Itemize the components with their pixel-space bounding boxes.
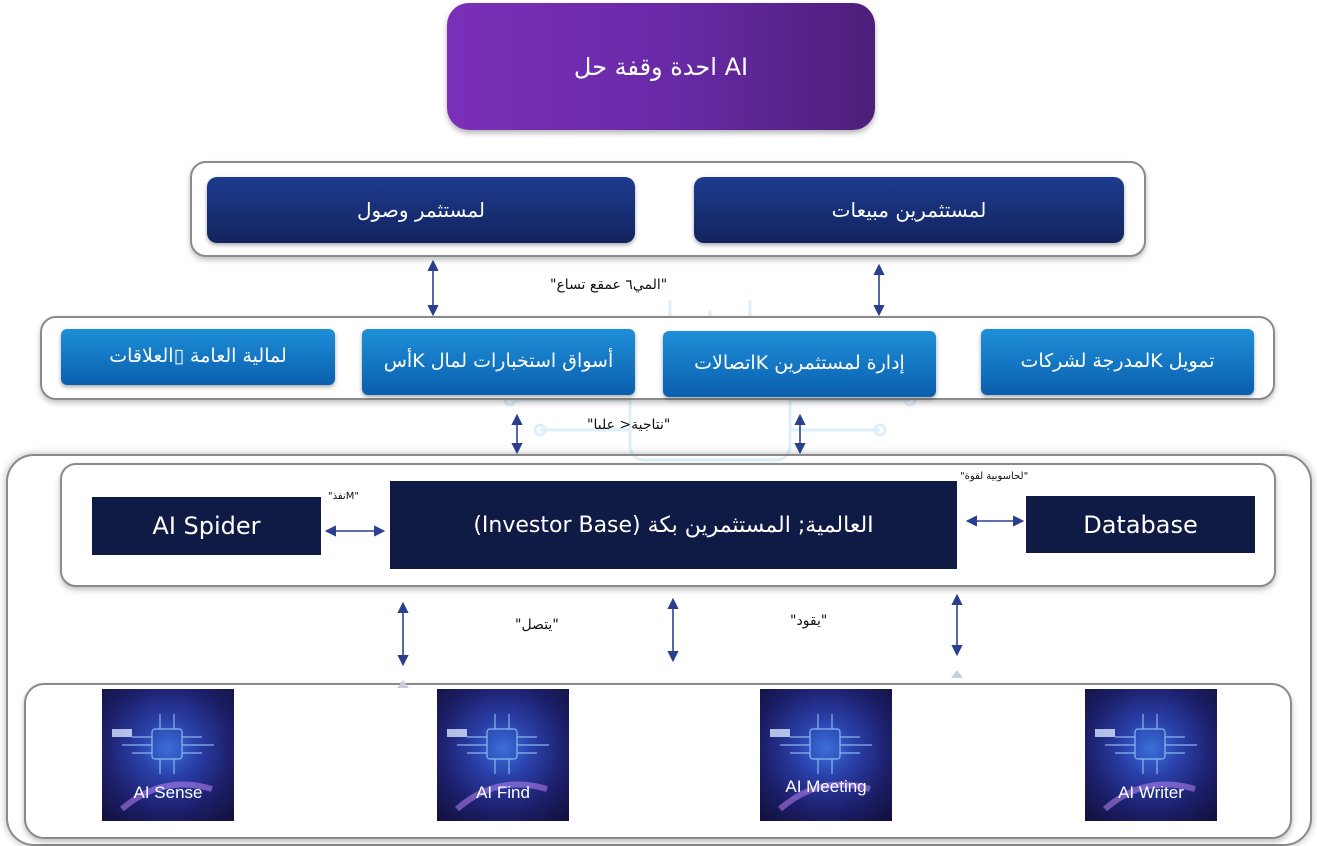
- tile-label: AI Sense: [133, 783, 203, 802]
- header-title: احدة وقفة حل AI: [573, 52, 749, 81]
- connect-note: "يتصل": [515, 617, 559, 633]
- database-label: Database: [1083, 510, 1198, 539]
- productivity-note: "نتاجية< علىا": [587, 417, 671, 433]
- service-label: اتصالاتK إدارة لمستثمرين: [694, 352, 905, 375]
- investor-base-box: (Investor Base) لعالمية; المستثمرين بكةI: [390, 481, 957, 569]
- chip-hand-icon: [770, 714, 872, 812]
- service-box-investor-relations: اتصالاتK إدارة لمستثمرين: [663, 331, 936, 397]
- database-note: "لحاسوبية لقوة": [960, 471, 1029, 482]
- investor-access-box: لمستثمر وصول: [207, 177, 635, 243]
- investor-base-label: (Investor Base) لعالمية; المستثمرين بكةI: [473, 512, 874, 538]
- chip-hand-icon: [1095, 714, 1197, 812]
- ai-solution-header: احدة وقفة حل AI: [447, 3, 875, 130]
- service-label: لمالية العامة ▯العلاقات: [109, 345, 287, 368]
- ai-spider-box: AI Spider: [92, 497, 321, 555]
- investor-access-label: لمستثمر وصول: [356, 198, 486, 222]
- tile-label: AI Writer: [1118, 783, 1184, 802]
- ai-writer-tile[interactable]: AI Writer: [1085, 689, 1217, 821]
- chip-hand-icon: [112, 714, 214, 812]
- tile-label: AI Find: [476, 783, 530, 802]
- depth-note: "المي٦ عمقع تساع": [550, 277, 668, 293]
- lead-note: "يقود": [790, 613, 828, 629]
- investor-sales-label: لمستثمرين مبيعات: [831, 198, 987, 222]
- ai-sense-tile[interactable]: AI Sense: [102, 689, 234, 821]
- service-box-market-intelligence: أسK أسواق استخبارات لمال: [362, 329, 635, 395]
- chip-hand-icon: [447, 714, 549, 812]
- service-box-public-relations: لمالية العامة ▯العلاقات: [61, 329, 335, 385]
- investor-sales-box: لمستثمرين مبيعات: [694, 177, 1124, 243]
- ai-spider-label: AI Spider: [152, 512, 261, 540]
- spider-note: "نفذM": [328, 491, 359, 502]
- modules-layer-panel: [24, 683, 1292, 839]
- ai-meeting-tile[interactable]: AI Meeting: [760, 689, 892, 821]
- service-label: أسK أسواق استخبارات لمال: [383, 350, 614, 373]
- service-label: لمدرجة لشركاتK تمويل: [1020, 350, 1215, 373]
- service-box-company-funding: لمدرجة لشركاتK تمويل: [981, 329, 1254, 395]
- ai-find-tile[interactable]: AI Find: [437, 689, 569, 821]
- tile-label: AI Meeting: [785, 777, 867, 796]
- database-box: Database: [1026, 496, 1255, 553]
